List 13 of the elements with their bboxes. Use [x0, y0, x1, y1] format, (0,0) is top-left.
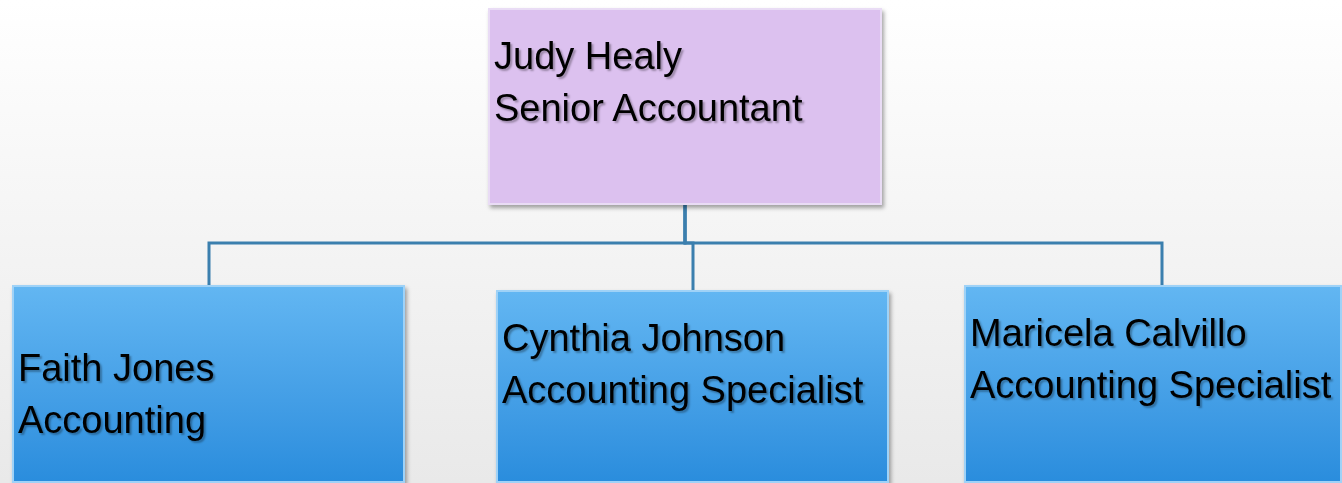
- employee-box: [496, 290, 889, 483]
- person-name: Cynthia Johnson: [502, 316, 787, 361]
- person-name: Maricela Calvillo: [970, 311, 1248, 356]
- job-title: Senior Accountant: [494, 86, 804, 131]
- person-name: Faith Jones: [18, 346, 216, 391]
- job-title: Accounting Specialist: [970, 363, 1333, 408]
- connector-line: [683, 205, 1164, 285]
- job-title: Accounting Specialist: [502, 368, 865, 413]
- employee-box: [12, 285, 405, 483]
- person-name: Judy Healy: [494, 34, 683, 79]
- employee-box: [964, 285, 1342, 483]
- job-title: Accounting: [18, 398, 207, 443]
- manager-box: [488, 8, 882, 205]
